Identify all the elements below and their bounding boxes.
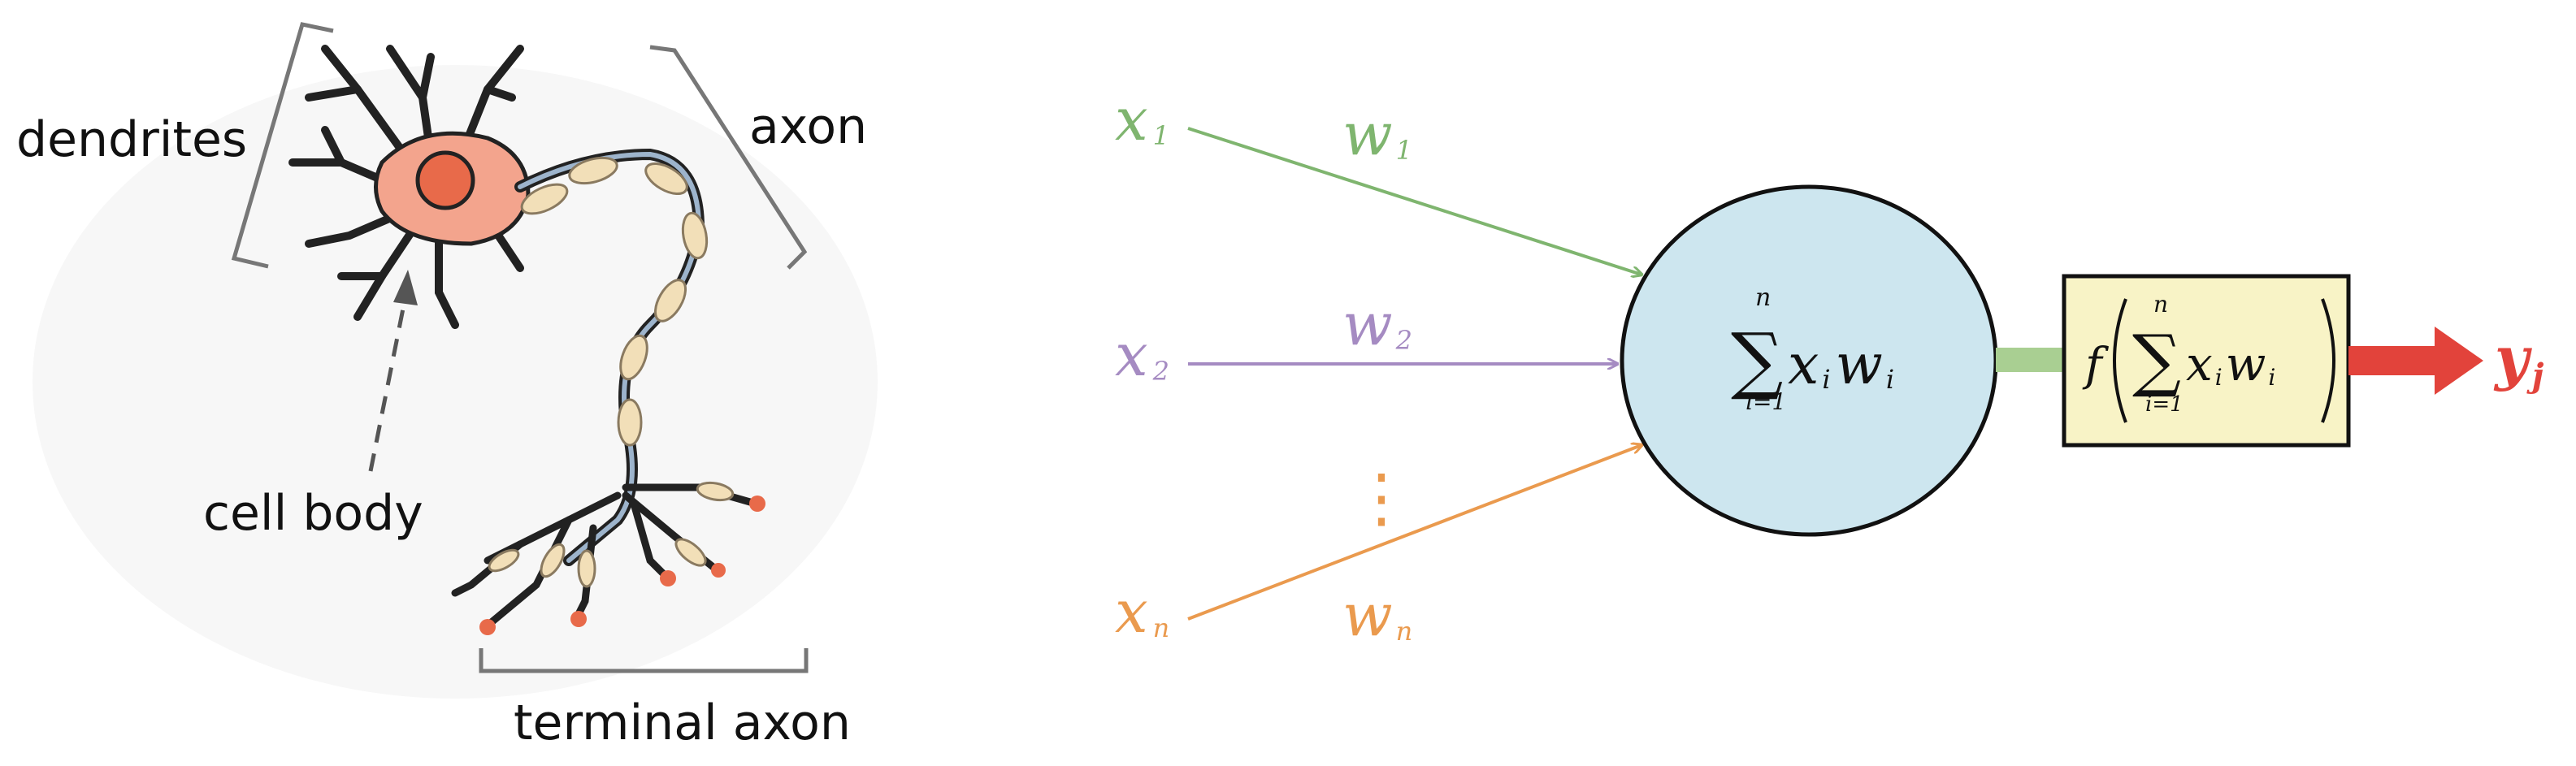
sum-term-w: w (1836, 333, 1883, 397)
weight-w2-sub: 2 (1395, 325, 1412, 356)
sum-upper-limit: n (1755, 283, 1771, 312)
activation-sigma: ∑ (2132, 320, 2181, 400)
activation-upper-limit: n (2153, 291, 2168, 318)
terminal-axon-bracket (479, 648, 809, 673)
input-x1-sub: 1 (1153, 120, 1169, 151)
sum-term-x: x (1788, 333, 1819, 397)
sum-lower-limit: i=1 (1746, 388, 1786, 415)
edge-x1 (1187, 127, 1641, 275)
input-xn-sub: n (1153, 612, 1170, 643)
weight-w1-var: w (1342, 100, 1393, 168)
activation-term-x-sub: i (2215, 364, 2223, 391)
connector-bar (1996, 348, 2064, 372)
activation-left-paren (2113, 298, 2127, 423)
weight-wn-sub: n (1396, 616, 1413, 647)
output-y-sub: j (2526, 357, 2544, 395)
cell-body-pointer (368, 292, 409, 472)
input-x1-var: x (1115, 85, 1148, 154)
cell-body-pointer-arrowhead (393, 270, 418, 305)
input-x2-var: x (1115, 321, 1148, 389)
activation-term-x: x (2186, 336, 2213, 392)
dendrites-bracket (231, 22, 334, 269)
label-dendrites: dendrites (16, 111, 247, 168)
myelin-sheaths (520, 156, 709, 447)
label-cell-body: cell body (203, 485, 423, 542)
activation-term-w: w (2226, 336, 2266, 392)
label-axon: axon (749, 98, 867, 155)
synaptic-boutons (479, 496, 765, 635)
output-y-var: y (2493, 323, 2532, 392)
weight-w1-sub: 1 (1396, 135, 1412, 166)
svg-text:x1: x1 (1115, 85, 1169, 154)
sum-term-x-sub: i (1822, 364, 1830, 395)
neuron-illustration: dendrites axon cell body terminal axon (16, 22, 878, 751)
activation-term-w-sub: i (2268, 364, 2275, 391)
output-arrow-shaft (2348, 346, 2438, 375)
svg-text:wn: wn (1342, 581, 1412, 649)
terminal-myelin (488, 481, 735, 588)
svg-text:x2: x2 (1115, 321, 1169, 389)
svg-text:w2: w2 (1342, 290, 1412, 358)
nucleus (415, 150, 475, 210)
sum-term-w-sub: i (1886, 364, 1894, 395)
input-ellipsis: ⋮ (1349, 460, 1414, 535)
axon-bracket (649, 45, 808, 270)
edge-xn (1187, 445, 1641, 621)
activation-right-paren (2321, 298, 2335, 423)
svg-text:w1: w1 (1342, 100, 1412, 168)
input-xn-var: x (1115, 578, 1148, 646)
activation-lower-limit: i=1 (2145, 392, 2184, 417)
activation-rect (2062, 274, 2351, 448)
weight-wn-var: w (1342, 581, 1393, 649)
svg-text:xn: xn (1115, 578, 1169, 646)
sum-sigma: ∑ (1731, 318, 1783, 403)
input-x2-sub: 2 (1152, 356, 1169, 387)
output-arrow (2348, 327, 2483, 395)
label-terminal-axon: terminal axon (514, 695, 851, 751)
weight-w2-var: w (1342, 290, 1393, 358)
output-arrow-head (2435, 327, 2483, 395)
